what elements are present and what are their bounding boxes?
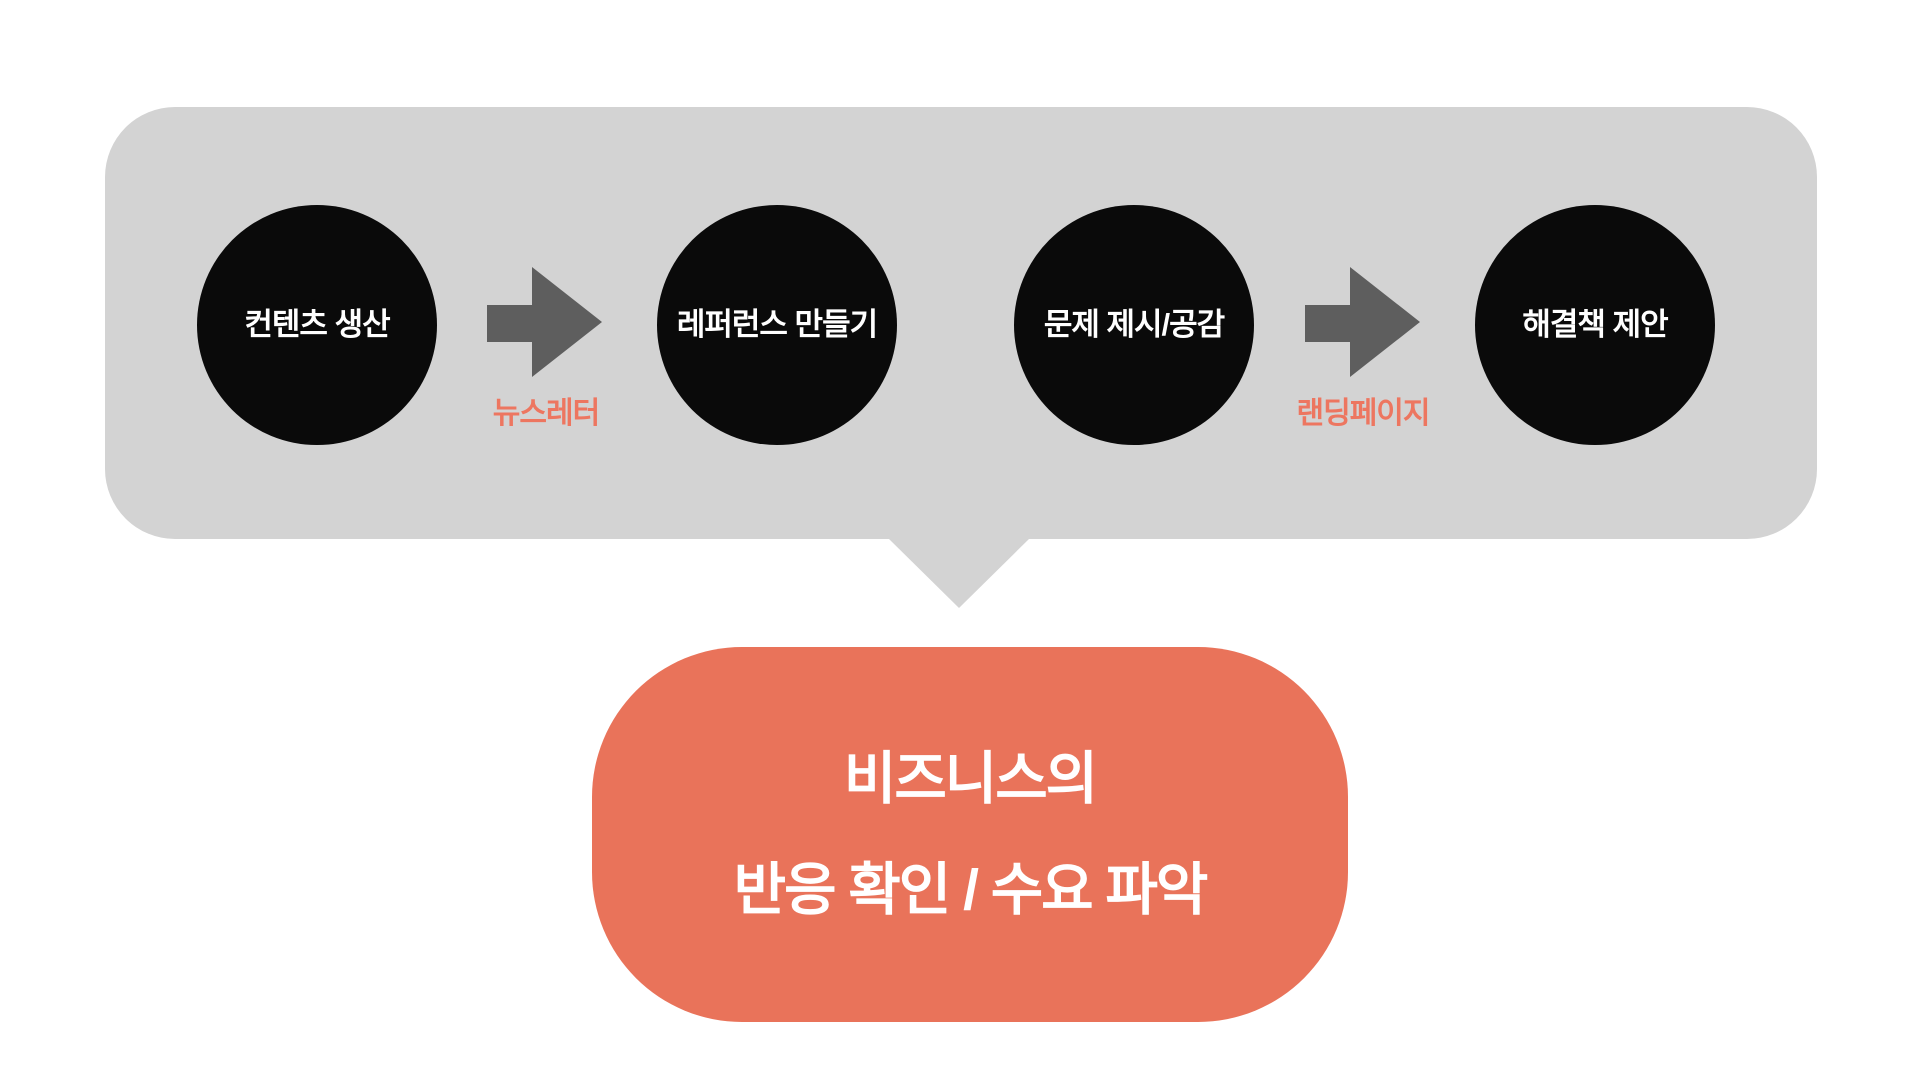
callout-line-2: 반응 확인 / 수요 파악 <box>733 857 1209 922</box>
result-callout: 비즈니스의 반응 확인 / 수요 파악 <box>592 647 1348 1022</box>
step-node-content-production: 컨텐츠 생산 <box>197 205 437 445</box>
arrow-right-icon <box>1305 267 1420 377</box>
step-node-problem-empathy: 문제 제시/공감 <box>1014 205 1254 445</box>
step-label: 해결책 제안 <box>1522 306 1668 342</box>
connector-label-landing-page: 랜딩페이지 <box>1296 397 1431 430</box>
step-label: 컨텐츠 생산 <box>244 306 390 342</box>
step-node-make-reference: 레퍼런스 만들기 <box>657 205 897 445</box>
step-node-solution-proposal: 해결책 제안 <box>1475 205 1715 445</box>
callout-pointer-triangle <box>888 538 1030 608</box>
step-label: 레퍼런스 만들기 <box>676 306 878 342</box>
arrow-right-icon <box>487 267 602 377</box>
connector-label-newsletter: 뉴스레터 <box>492 397 600 430</box>
callout-line-1: 비즈니스의 <box>843 746 1098 811</box>
step-label: 문제 제시/공감 <box>1043 306 1225 342</box>
